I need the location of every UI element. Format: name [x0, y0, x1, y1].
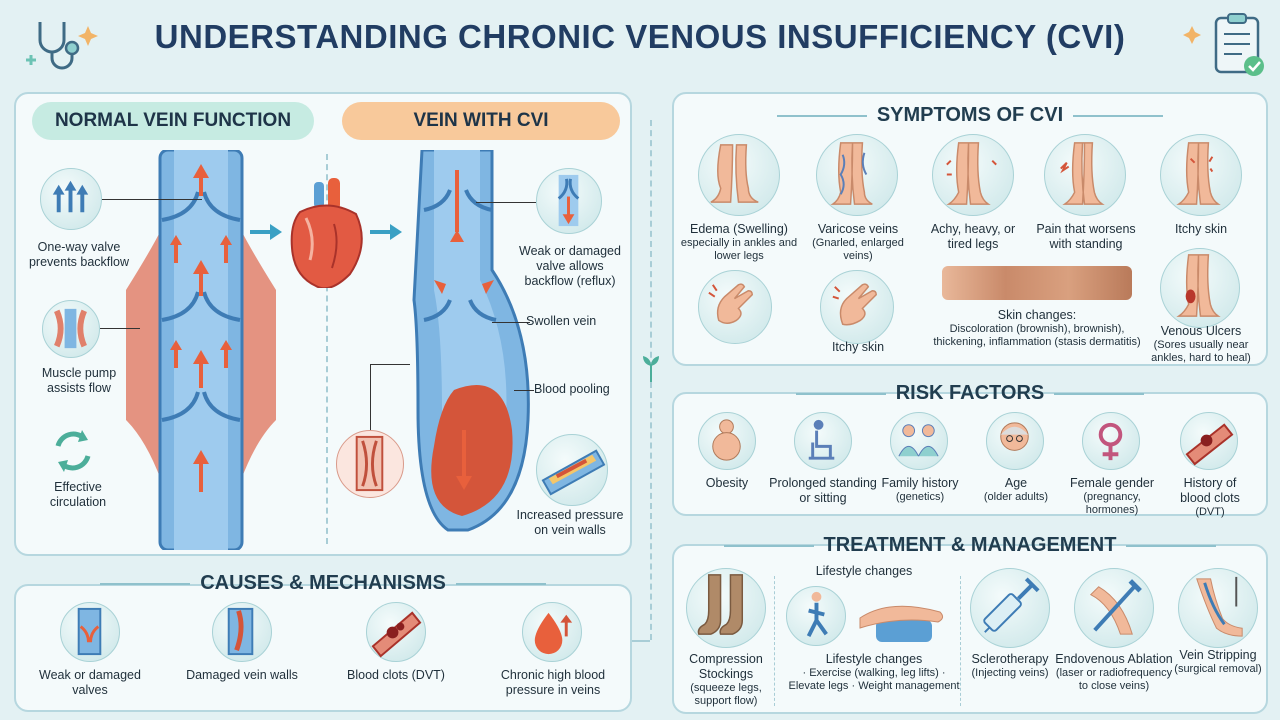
cause-weak-valves: Weak or damaged valves [39, 668, 141, 697]
cvi-vein-header: VEIN WITH CVI [342, 102, 620, 140]
risk-prolonged: Prolonged standing or sitting [769, 476, 877, 505]
treatment-vein-stripping: Vein Stripping (surgical removal) [1174, 648, 1262, 675]
blood-pressure-drop-icon [522, 602, 582, 662]
walking-person-icon [786, 586, 846, 646]
scratching-hand-icon [820, 270, 894, 344]
stethoscope-icon [18, 16, 108, 76]
vein-pressure-icon [536, 434, 608, 506]
female-symbol-icon [1082, 412, 1140, 470]
skin-discoloration-image [942, 266, 1132, 300]
symptom-varicose: Varicose veins (Gnarled, enlarged veins) [812, 222, 904, 262]
varicose-legs-icon [816, 134, 898, 216]
vein-stripping-icon [1178, 568, 1258, 648]
cvi-vein-illustration [394, 150, 544, 550]
label-one-way-valve: One-way valve prevents backflow [28, 240, 130, 269]
treatment-lifestyle: Lifestyle changes · Exercise (walking, l… [788, 652, 960, 692]
normal-vein-header: NORMAL VEIN FUNCTION [32, 102, 314, 140]
risk-obesity: Obesity [705, 476, 749, 490]
symptoms-panel: SYMPTOMS OF CVI Edema (Swelling) especia… [672, 92, 1268, 366]
divider [326, 154, 328, 544]
sitting-person-icon [794, 412, 852, 470]
arrow-right-icon [368, 222, 404, 242]
label-swollen-vein: Swollen vein [526, 314, 597, 328]
itchy-hand-icon [698, 270, 772, 344]
sprout-icon [642, 352, 660, 384]
symptom-venous-ulcers: Venous Ulcers (Sores usually near ankles… [1151, 324, 1251, 364]
obesity-icon [698, 412, 756, 470]
damaged-wall-icon [212, 602, 272, 662]
venous-ulcer-icon [1160, 248, 1240, 328]
label-increased-pressure: Increased pressure on vein walls [516, 508, 624, 537]
family-icon [890, 412, 948, 470]
symptom-pain-standing: Pain that worsens with standing [1036, 222, 1136, 251]
treatment-sclerotherapy: Sclerotherapy (Injecting veins) [971, 652, 1049, 679]
risk-female: Female gender (pregnancy, hormones) [1069, 476, 1155, 516]
standing-pain-icon [1044, 134, 1126, 216]
vein-comparison-panel: NORMAL VEIN FUNCTION VEIN WITH CVI [14, 92, 632, 556]
risk-age: Age (older adults) [983, 476, 1049, 503]
damaged-valve-icon [536, 168, 602, 234]
cause-chronic-pressure: Chronic high blood pressure in veins [500, 668, 606, 697]
risk-title: RISK FACTORS [895, 382, 1045, 404]
heart-icon [284, 178, 370, 288]
causes-panel: CAUSES & MECHANISMS Weak or damaged valv… [14, 572, 632, 712]
valve-icon [40, 168, 102, 230]
label-blood-pooling: Blood pooling [534, 382, 610, 396]
risk-factors-panel: RISK FACTORS Obesity Prolonged standing … [672, 382, 1268, 518]
elderly-person-icon [986, 412, 1044, 470]
treatment-panel: TREATMENT & MANAGEMENT Compression Stock… [672, 534, 1268, 714]
syringe-icon [970, 568, 1050, 648]
page-title: UNDERSTANDING CHRONIC VENOUS INSUFFICIEN… [154, 18, 1126, 55]
muscle-pump-icon [42, 300, 100, 358]
risk-family-history: Family history (genetics) [881, 476, 959, 503]
symptom-skin-changes: Skin changes: Discoloration (brownish), … [933, 308, 1141, 348]
label-muscle-pump: Muscle pump assists flow [41, 366, 117, 395]
elevated-legs-icon [856, 590, 952, 646]
clipboard-checklist-icon [1170, 12, 1270, 78]
symptom-achy: Achy, heavy, or tired legs [930, 222, 1016, 251]
treatment-ablation: Endovenous Ablation (laser or radiofrequ… [1055, 652, 1173, 692]
symptom-edema: Edema (Swelling) especially in ankles an… [680, 222, 798, 262]
circulation-cycle-icon [48, 426, 98, 476]
compression-stockings-icon [686, 568, 766, 648]
blood-clot-icon [366, 602, 426, 662]
blood-clot-history-icon [1180, 412, 1238, 470]
ablation-icon [1074, 568, 1154, 648]
treatment-compression: Compression Stockings (squeeze legs, sup… [689, 652, 763, 707]
label-effective-circulation: Effective circulation [49, 480, 107, 509]
symptoms-title: SYMPTOMS OF CVI [876, 104, 1064, 126]
cause-blood-clots: Blood clots (DVT) [347, 668, 445, 682]
symptom-itchy-skin-2: Itchy skin [831, 340, 885, 354]
weak-valve-icon [60, 602, 120, 662]
risk-blood-clots: History of blood clots (DVT) [1180, 476, 1240, 518]
treatment-title: TREATMENT & MANAGEMENT [823, 534, 1117, 556]
label-damaged-valve: Weak or damaged valve allows backflow (r… [519, 244, 621, 288]
symptom-itchy-skin-1: Itchy skin [1174, 222, 1228, 236]
arrow-right-icon [248, 222, 284, 242]
cause-damaged-walls: Damaged vein walls [186, 668, 298, 682]
normal-vein-illustration [116, 150, 286, 550]
causes-title: CAUSES & MECHANISMS [200, 572, 446, 594]
swollen-legs-icon [698, 134, 780, 216]
achy-legs-icon [932, 134, 1014, 216]
lifestyle-header: Lifestyle changes [815, 564, 913, 578]
itchy-legs-icon [1160, 134, 1242, 216]
narrowed-vein-icon [336, 430, 404, 498]
